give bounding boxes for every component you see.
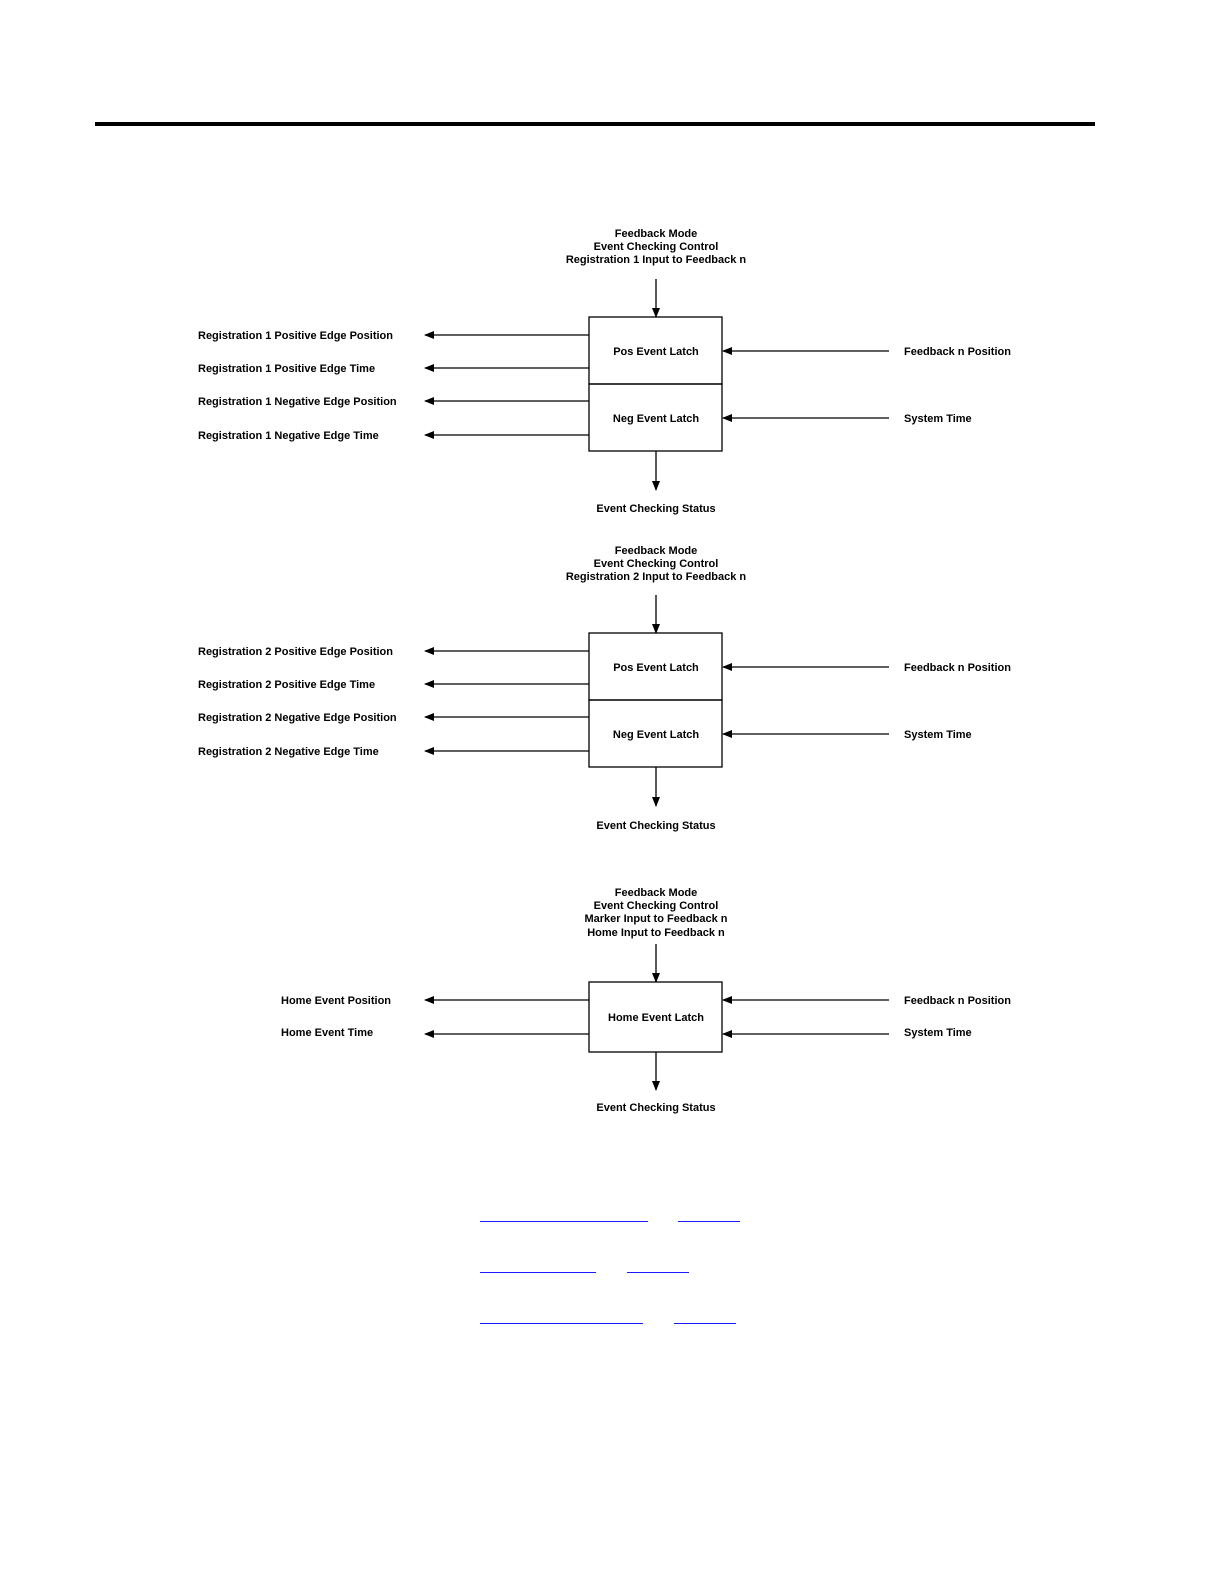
link-underline[interactable]: [480, 1221, 648, 1222]
top-input-label: Registration 2 Input to Feedback n: [566, 571, 747, 583]
right-input-label: System Time: [904, 1027, 972, 1039]
right-input-label: Feedback n Position: [904, 662, 1011, 674]
right-input-label: Feedback n Position: [904, 995, 1011, 1007]
registration-2-diagram: Feedback Mode Event Checking Control Reg…: [198, 545, 1011, 832]
bottom-output-label: Event Checking Status: [596, 503, 715, 515]
link-underline[interactable]: [480, 1272, 596, 1273]
left-output-label: Registration 2 Negative Edge Time: [198, 746, 379, 758]
pos-event-latch-label: Pos Event Latch: [613, 662, 699, 674]
left-output-label: Registration 2 Positive Edge Position: [198, 646, 393, 658]
left-output-label: Registration 1 Positive Edge Time: [198, 363, 375, 375]
left-output-label: Registration 2 Positive Edge Time: [198, 679, 375, 691]
left-output-label: Registration 1 Negative Edge Time: [198, 430, 379, 442]
pos-event-latch-label: Pos Event Latch: [613, 346, 699, 358]
left-output-label: Registration 1 Positive Edge Position: [198, 330, 393, 342]
right-input-label: System Time: [904, 413, 972, 425]
link-underline[interactable]: [678, 1221, 740, 1222]
home-event-latch-label: Home Event Latch: [608, 1012, 704, 1024]
top-rule: [95, 122, 1095, 126]
top-input-label: Feedback Mode: [615, 887, 698, 899]
home-event-diagram: Feedback Mode Event Checking Control Mar…: [281, 887, 1011, 1114]
top-input-label: Marker Input to Feedback n: [584, 913, 727, 925]
top-input-label: Event Checking Control: [594, 900, 719, 912]
neg-event-latch-label: Neg Event Latch: [613, 413, 699, 425]
top-input-label: Event Checking Control: [594, 558, 719, 570]
top-input-label: Registration 1 Input to Feedback n: [566, 254, 747, 266]
left-output-label: Registration 2 Negative Edge Position: [198, 712, 397, 724]
right-input-label: System Time: [904, 729, 972, 741]
neg-event-latch-label: Neg Event Latch: [613, 729, 699, 741]
top-input-label: Feedback Mode: [615, 545, 698, 557]
bottom-output-label: Event Checking Status: [596, 1102, 715, 1114]
top-input-label: Event Checking Control: [594, 241, 719, 253]
left-output-label: Home Event Time: [281, 1027, 373, 1039]
registration-1-diagram: Feedback Mode Event Checking Control Reg…: [198, 228, 1011, 515]
link-underline[interactable]: [480, 1323, 643, 1324]
bottom-output-label: Event Checking Status: [596, 820, 715, 832]
top-input-label: Home Input to Feedback n: [587, 927, 725, 939]
top-input-label: Feedback Mode: [615, 228, 698, 240]
right-input-label: Feedback n Position: [904, 346, 1011, 358]
left-output-label: Home Event Position: [281, 995, 391, 1007]
link-underline[interactable]: [627, 1272, 689, 1273]
left-output-label: Registration 1 Negative Edge Position: [198, 396, 397, 408]
link-underline[interactable]: [674, 1323, 736, 1324]
